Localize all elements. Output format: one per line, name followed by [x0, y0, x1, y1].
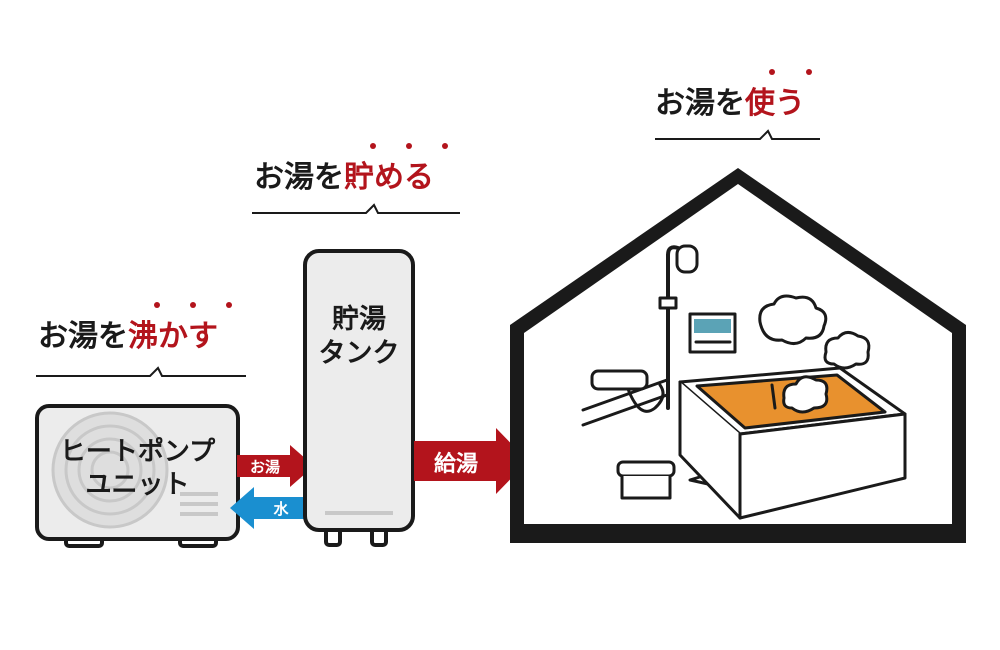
tank-label: 貯湯 タンク [305, 303, 413, 371]
heat-pump-label: ヒートポンプ ユニット [37, 436, 238, 501]
fan-icon [51, 411, 169, 529]
emphasis-dot [190, 302, 196, 308]
hot-water-arrow [237, 445, 314, 487]
emphasis-dot [370, 143, 376, 149]
heat-pump-label-line2: ユニット [85, 469, 190, 500]
storage-tank [303, 249, 415, 547]
bathroom-scene [581, 244, 907, 520]
store-emphasis-dots [366, 143, 456, 151]
boil-heading: お湯を沸かす [38, 322, 218, 352]
heat-pump-label-line1: ヒートポンプ [59, 437, 216, 467]
use-emphasis-dots [764, 69, 824, 77]
supply-arrow-label: 給湯 [433, 452, 478, 477]
boil-heading-plain: お湯を [38, 319, 128, 354]
faucet-icon [590, 369, 665, 413]
emphasis-dot [154, 302, 160, 308]
emphasis-dot [442, 143, 448, 149]
shower-head-icon [658, 244, 699, 310]
use-heading-accent: 使う [745, 86, 805, 121]
store-heading: お湯を貯める [254, 163, 434, 193]
use-heading-underline [655, 129, 820, 140]
emphasis-dot [806, 69, 812, 75]
water-arrow [230, 487, 310, 529]
bath-stool-icon [616, 460, 676, 500]
tank-label-line1: 貯湯 [332, 304, 386, 335]
boil-heading-underline [36, 366, 246, 377]
water-arrow-label: 水 [273, 500, 289, 518]
emphasis-dot [226, 302, 232, 308]
control-panel-icon [688, 312, 737, 354]
vent-slats [180, 492, 218, 516]
use-heading: お湯を使う [655, 89, 805, 119]
supply-arrow [414, 428, 528, 494]
boil-heading-accent: 沸かす [128, 319, 218, 354]
steam-cloud-icon [758, 294, 871, 414]
emphasis-dot [406, 143, 412, 149]
store-heading-plain: お湯を [254, 160, 344, 195]
boil-emphasis-dots [150, 302, 240, 310]
hot-water-arrow-label: お湯 [249, 458, 280, 476]
use-heading-plain: お湯を [655, 86, 745, 121]
emphasis-dot [769, 69, 775, 75]
store-heading-underline [252, 203, 460, 214]
tank-label-line2: タンク [318, 337, 400, 369]
store-heading-accent: 貯める [344, 160, 434, 195]
